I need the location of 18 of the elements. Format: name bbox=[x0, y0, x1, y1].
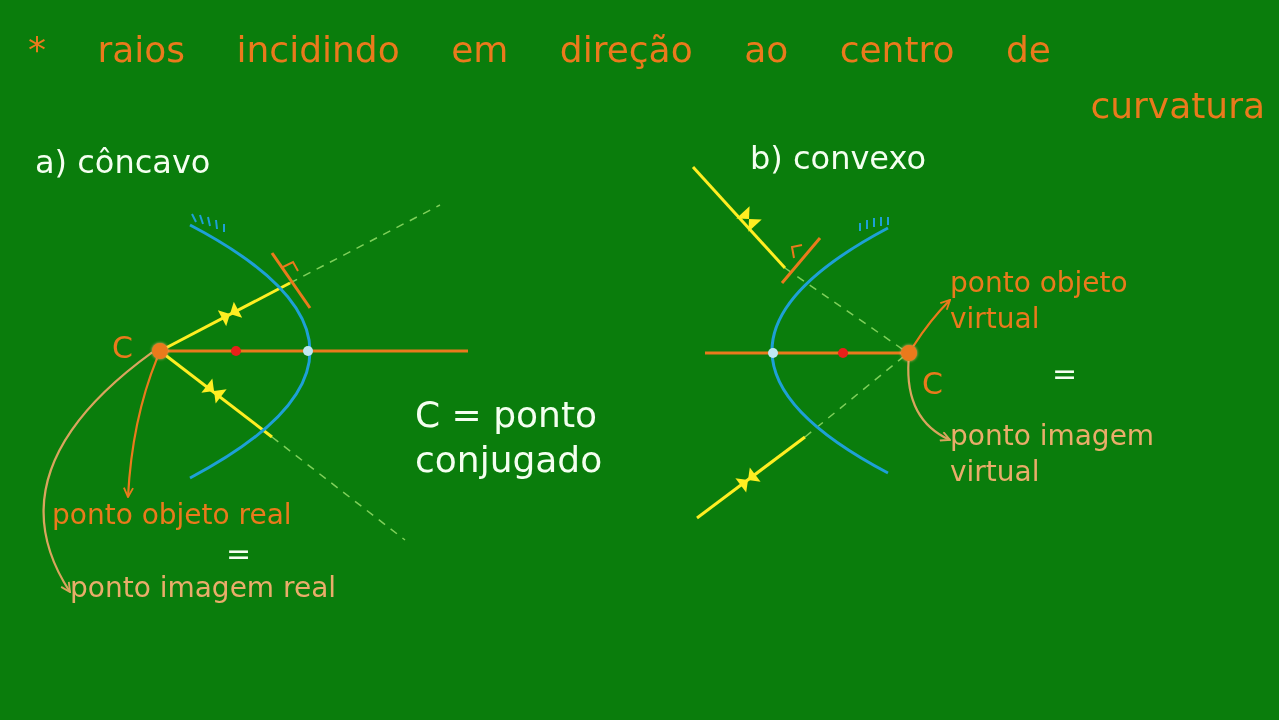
text-label: b) convexo bbox=[750, 138, 926, 178]
point-label: ponto imagem real bbox=[70, 570, 450, 607]
center-point bbox=[152, 343, 168, 359]
leader-arrow bbox=[42, 351, 153, 593]
point-label: ponto objeto virtual bbox=[950, 265, 1220, 338]
center-point bbox=[901, 345, 917, 361]
text-label: C = ponto conjugado bbox=[415, 393, 604, 482]
title: * raios incidindo em direção ao centro de curvatura bbox=[28, 28, 1265, 128]
text-label: = bbox=[226, 535, 252, 573]
text-label: = bbox=[1052, 355, 1078, 393]
leader-arrow bbox=[907, 360, 951, 441]
point-label: ponto imagem virtual bbox=[950, 418, 1230, 491]
point-letter: C bbox=[112, 330, 133, 365]
leader-arrow bbox=[123, 358, 158, 498]
text-label: a) côncavo bbox=[35, 142, 211, 182]
point-label: ponto objeto real bbox=[52, 497, 352, 534]
point-letter: C bbox=[922, 366, 943, 401]
leader-arrow bbox=[912, 299, 951, 347]
